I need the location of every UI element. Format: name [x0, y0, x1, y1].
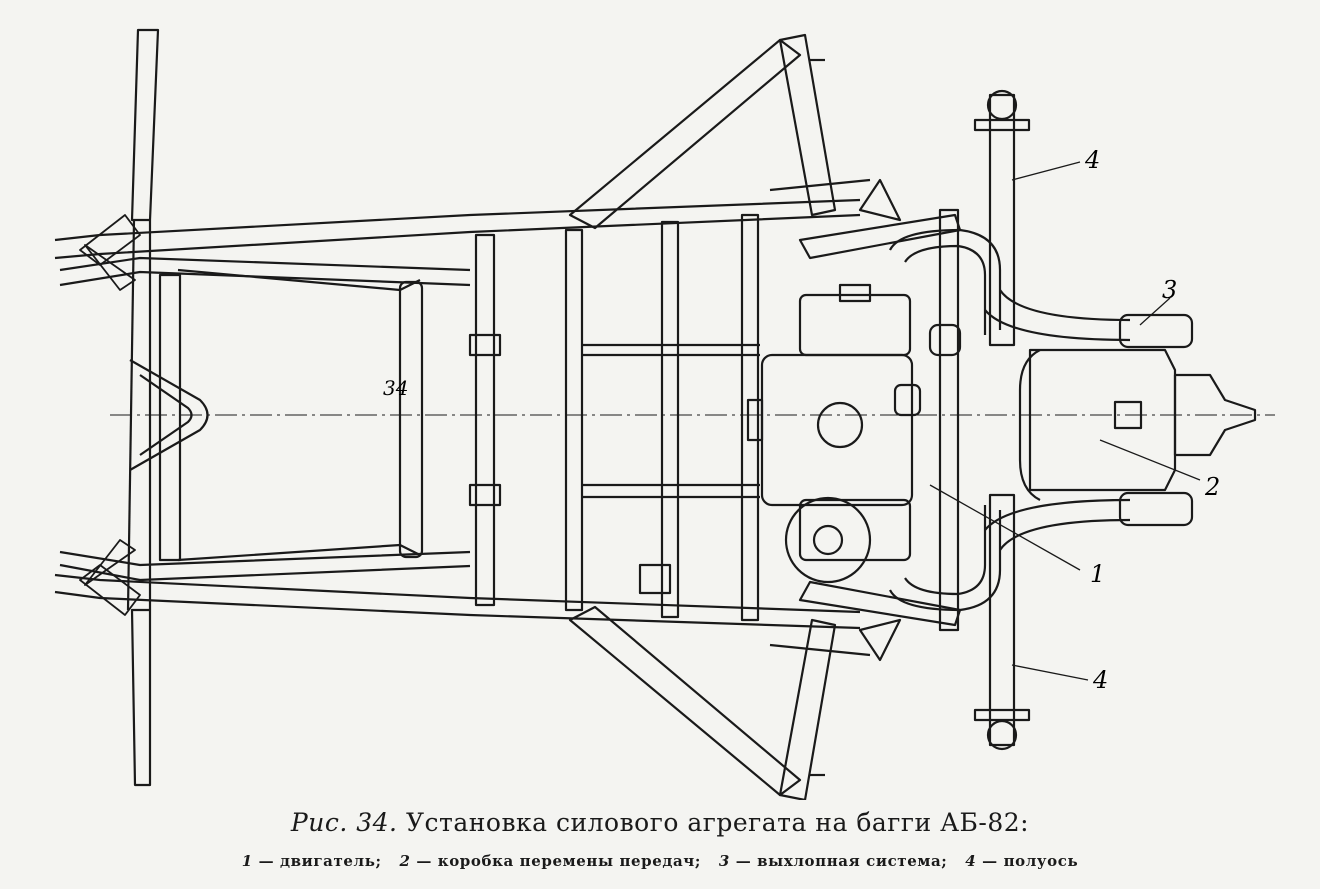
figure-number: Рис. 34.: [290, 808, 398, 837]
legend-item-text: двигатель;: [280, 852, 382, 870]
exhaust-system: [889, 228, 1194, 612]
legend-item-number: 2: [399, 852, 411, 870]
legend-item: 4 — полуось: [965, 852, 1079, 870]
frame-side-rails: [54, 198, 861, 630]
front-bumper: [126, 28, 160, 787]
figure-title: Рис. 34. Установка силового агрегата на …: [0, 808, 1320, 837]
legend-item-text: выхлопная система;: [757, 852, 948, 870]
legend-item-number: 1: [241, 852, 253, 870]
front-inner-frame: [129, 268, 424, 562]
figure-legend: 1 — двигатель; 2 — коробка перемены пере…: [0, 852, 1320, 870]
legend-item: 2 — коробка перемены передач;: [399, 852, 702, 870]
callout-engine: 1: [1090, 560, 1105, 588]
callout-gearbox: 2: [1204, 473, 1220, 501]
buggy-chassis-drawing: 1 2 3 4 4 34: [54, 28, 1275, 800]
legend-item-number: 4: [965, 852, 977, 870]
half-shafts: [973, 89, 1031, 751]
engine-block: [746, 283, 962, 584]
callout-halfshaft-bottom: 4: [1092, 666, 1108, 694]
legend-item-text: полуось: [1003, 852, 1079, 870]
rear-frame: [798, 178, 962, 662]
legend-item-text: коробка перемены передач;: [437, 852, 702, 870]
roll-cage-struts: [568, 33, 871, 800]
gearbox: [1028, 348, 1257, 492]
callout-halfshaft-top: 4: [1084, 146, 1100, 174]
callout-exhaust: 3: [1162, 276, 1177, 304]
legend-item-number: 3: [718, 852, 730, 870]
figure-title-text: Установка силового агрегата на багги АБ-…: [405, 808, 1030, 837]
callout-leaders: [929, 161, 1201, 681]
legend-item: 3 — выхлопная система;: [718, 852, 948, 870]
frame-cross-members: [468, 213, 760, 622]
front-corner-gussets: [79, 214, 141, 616]
legend-item: 1 — двигатель;: [241, 852, 382, 870]
callout-center-mark: 34: [383, 376, 408, 400]
